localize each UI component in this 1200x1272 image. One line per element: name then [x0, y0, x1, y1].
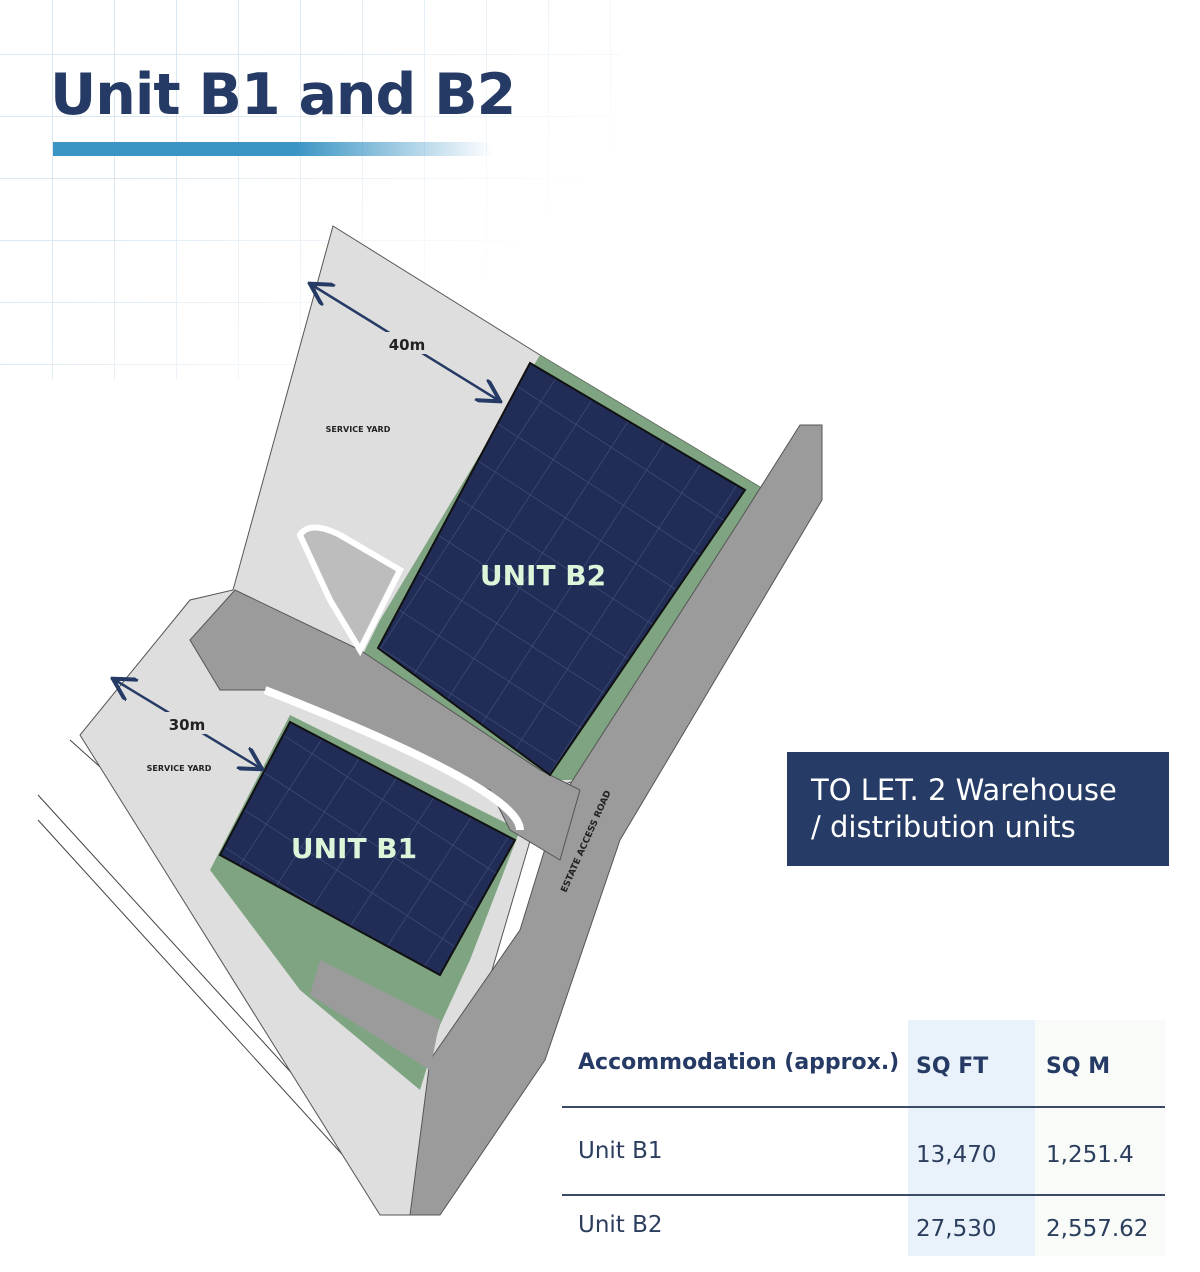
- sqft-value: 27,530: [916, 1216, 997, 1242]
- unit-b2-label: UNIT B2: [480, 559, 606, 592]
- badge-line-2: / distribution units: [811, 810, 1076, 844]
- sqm-value: 1,251.4: [1046, 1142, 1134, 1168]
- to-let-badge: TO LET. 2 Warehouse / distribution units: [787, 752, 1169, 866]
- sqm-column-shade: [1035, 1020, 1165, 1256]
- sqm-value: 2,557.62: [1046, 1216, 1149, 1242]
- estate-access-road: [409, 424, 823, 1216]
- service-yard-label: SERVICE YARD: [147, 764, 212, 773]
- sqft-value: 13,470: [916, 1142, 997, 1168]
- title-underline: [53, 142, 493, 156]
- divider: [562, 1106, 1165, 1108]
- dimension-label-40m: 40m: [389, 336, 426, 354]
- badge-line-1: TO LET. 2 Warehouse: [811, 773, 1117, 807]
- header-accommodation: Accommodation (approx.): [578, 1050, 900, 1075]
- unit-b1-building: [218, 720, 517, 977]
- unit-name: Unit B1: [578, 1138, 663, 1164]
- unit-b1-label: UNIT B1: [291, 832, 417, 865]
- sqft-column-shade: [908, 1020, 1035, 1256]
- unit-name: Unit B2: [578, 1212, 663, 1238]
- dimension-label-30m: 30m: [169, 716, 206, 734]
- header-sqft: SQ FT: [916, 1054, 989, 1079]
- header-sqm: SQ M: [1046, 1054, 1111, 1079]
- divider: [562, 1194, 1165, 1196]
- service-yard-label: SERVICE YARD: [326, 425, 391, 434]
- page-title: Unit B1 and B2: [50, 62, 516, 128]
- unit-b2-building: [376, 361, 747, 777]
